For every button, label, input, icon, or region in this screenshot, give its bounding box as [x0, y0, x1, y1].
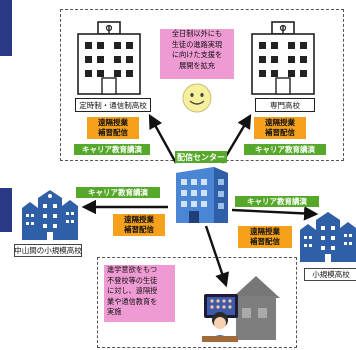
smiley-face-icon [182, 83, 212, 113]
bottom-region [97, 257, 297, 348]
small-school-cluster-icon [300, 212, 356, 262]
remote-class-badge: 遠隔授業 補習配信 [113, 214, 165, 236]
school-building-icon [251, 21, 315, 95]
small-school-cluster-icon [22, 190, 78, 240]
vocational-school-label: 専門高校 [255, 98, 315, 112]
school-building-icon [77, 21, 141, 95]
edge-tab-top [0, 0, 12, 56]
home-study-icon [202, 276, 280, 342]
remote-class-badge: 遠隔授業 補習配信 [254, 117, 306, 139]
part-time-school-label: 定時制・通信制高校 [75, 98, 151, 112]
distribution-center-building-icon [176, 167, 228, 223]
center-label: 配信センター [175, 151, 227, 163]
career-class-badge: キャリア教育講演 [235, 196, 319, 207]
career-class-badge: キャリア教育講演 [76, 187, 160, 198]
top-note: 全日制以外にも 生徒の進路実現 に向けた支援を 展開を拡充 [160, 29, 234, 79]
bottom-note: 進学意欲をもつ 不登校等の生徒 に対し、遠隔授 業や通信教育を 実施 [104, 265, 175, 322]
remote-class-badge: 遠隔授業 補習配信 [87, 117, 139, 139]
edge-tab-bottom [0, 188, 12, 232]
mountain-school-label: 中山間の小規模高校 [14, 244, 82, 257]
small-school-label: 小規模高校 [304, 268, 356, 281]
remote-class-badge: 遠隔授業 補習配信 [238, 226, 292, 248]
career-class-badge: キャリア教育講演 [74, 144, 150, 155]
career-class-badge: キャリア教育講演 [244, 144, 326, 155]
